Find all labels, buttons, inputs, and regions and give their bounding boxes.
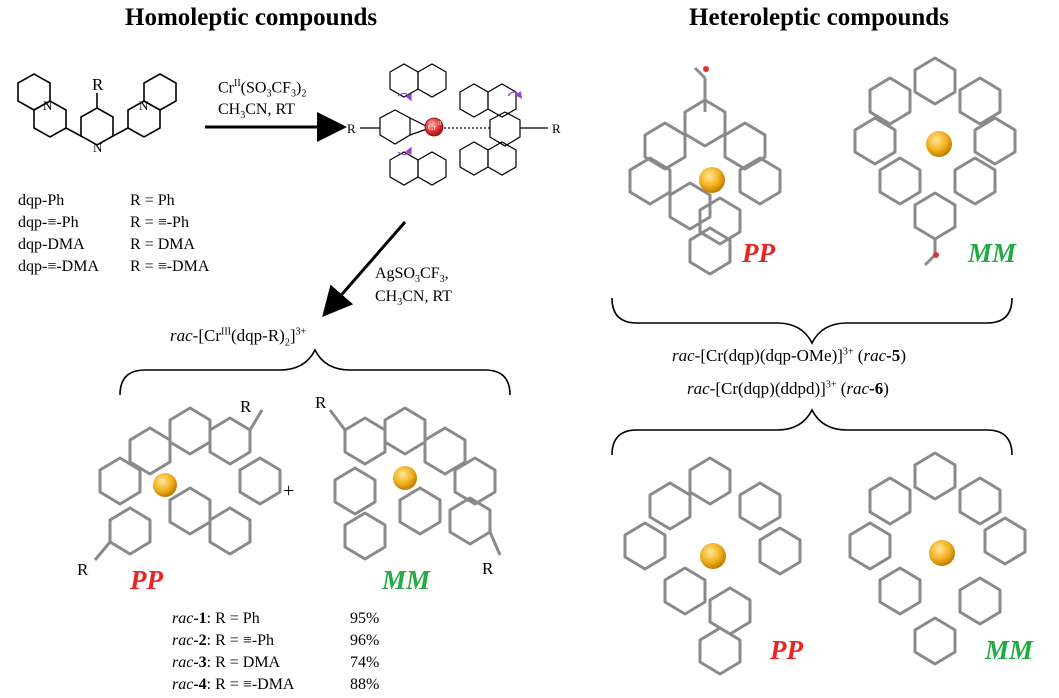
crii-r-left: R	[347, 121, 356, 136]
homo-pp-label: PP	[130, 565, 163, 595]
ligand-name-2: dqp-≡-Ph	[18, 214, 79, 231]
yield-row-3-label: rac-3: R = DMA	[172, 654, 281, 671]
hetero5-mm-label: MM	[968, 238, 1017, 268]
plus-sign: +	[283, 480, 295, 502]
cr-sphere	[424, 117, 444, 137]
hetero6-mm-cr-atom	[929, 540, 955, 566]
hetero5-mm-structure	[853, 56, 1017, 267]
ligand-name-1: dqp-Ph	[18, 192, 65, 209]
reaction2-solvent: CH3CN, RT	[375, 288, 452, 309]
homo-pp-r-top: R	[240, 397, 252, 416]
reaction-arrow-2	[322, 221, 407, 318]
hetero5-formula: rac-[Cr(dqp)(dqp-OMe)]3+ (rac-5)	[672, 346, 906, 365]
ligand-r-label: R	[92, 75, 104, 94]
hetero5-pp-cr-atom	[699, 167, 725, 193]
hetero-brace-5	[611, 297, 1013, 345]
homo-mm-r-bottom: R	[482, 559, 494, 578]
hetero5-pp-structure	[628, 66, 782, 276]
ligand-r-3: R = DMA	[130, 236, 196, 253]
hetero-brace-6	[611, 408, 1013, 456]
ligand-name-3: dqp-DMA	[18, 236, 85, 253]
homo-pp-structure	[93, 406, 282, 561]
yield-row-4-pct: 88%	[350, 676, 380, 693]
hetero5-pp-label: PP	[742, 238, 775, 268]
homo-mm-label: MM	[382, 565, 431, 595]
homo-brace	[119, 348, 511, 396]
reaction1-reagent: CrII(SO3CF3)2	[218, 78, 307, 100]
ligand-r-2: R = ≡-Ph	[130, 214, 189, 231]
hetero6-pp-cr-atom	[700, 543, 726, 569]
ligand-r-4: R = ≡-DMA	[130, 258, 210, 275]
hetero5-mm-oxygen	[933, 252, 939, 258]
reaction2-reagent: AgSO3CF3,	[375, 265, 449, 286]
homo-pp-cr-atom	[153, 473, 177, 497]
yield-row-3-pct: 74%	[350, 654, 380, 671]
yield-row-2-label: rac-2: R = ≡-Ph	[172, 632, 275, 649]
hetero6-formula: rac-[Cr(dqp)(ddpd)]3+ (rac-6)	[687, 379, 889, 398]
ligand-structure	[17, 73, 177, 146]
yield-row-2-pct: 96%	[350, 632, 380, 649]
hetero5-pp-oxygen	[703, 66, 709, 72]
crii-complex-structure	[360, 63, 548, 186]
hetero6-pp-label: PP	[770, 635, 803, 665]
ligand-n-right: N	[139, 98, 149, 113]
hetero6-mm-structure	[848, 451, 1027, 666]
hetero6-pp-structure	[623, 456, 802, 676]
yield-row-4-label: rac-4: R = ≡-DMA	[172, 676, 295, 693]
homo-mm-r-top: R	[315, 393, 327, 412]
homo-product-formula: rac-[CrIII(dqp-R)2]3+	[170, 326, 307, 349]
yield-row-1-pct: 95%	[350, 610, 380, 627]
ligand-n-left: N	[43, 98, 53, 113]
heteroleptic-header: Heteroleptic compounds	[689, 4, 949, 31]
ligand-name-4: dqp-≡-DMA	[18, 258, 100, 275]
reaction1-solvent: CH3CN, RT	[218, 101, 295, 122]
hetero6-mm-label: MM	[985, 635, 1034, 665]
cr-metal-label: Cr	[428, 123, 436, 132]
ligand-n-center: N	[93, 140, 103, 155]
ligand-r-1: R = Ph	[130, 192, 175, 209]
homoleptic-header: Homoleptic compounds	[125, 4, 378, 31]
cr-metal-ox: II	[438, 122, 442, 127]
homo-pp-r-bottom: R	[77, 560, 89, 579]
yield-row-1-label: rac-1: R = Ph	[172, 610, 260, 627]
homo-mm-cr-atom	[393, 466, 417, 490]
homo-mm-structure	[328, 406, 502, 561]
crii-r-right: R	[552, 121, 561, 136]
hetero5-mm-cr-atom	[926, 131, 952, 157]
rotation-arrows	[397, 90, 523, 156]
